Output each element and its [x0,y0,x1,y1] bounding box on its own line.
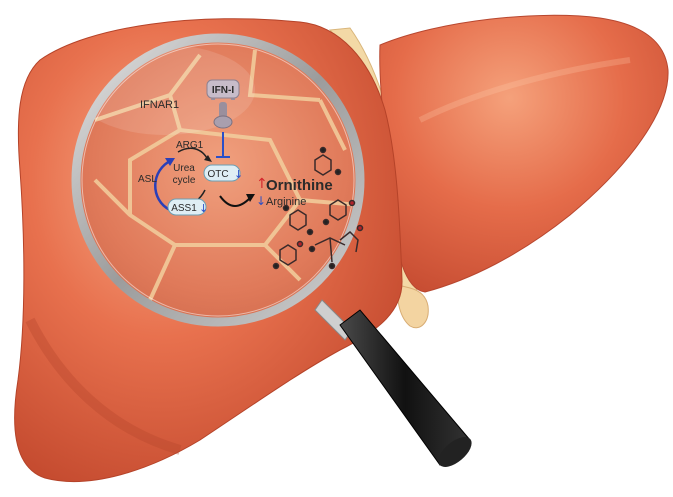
urea-cycle-label-line2: cycle [173,175,196,186]
arginine-down-arrow: ↓ [256,194,266,208]
asl-label: ASL [138,174,157,185]
arg1-label: ARG1 [176,140,204,151]
liver-left-lobe [380,15,668,292]
magnifier-handle [315,300,477,473]
otc-label: OTC [207,169,228,180]
ass1-down-arrow: ↓ [199,202,208,215]
ifn-i-label: IFN-I [212,85,234,96]
urea-cycle-label-line1: Urea [173,163,195,174]
ass1-label: ASS1 [171,203,197,214]
ifnar1-label: IFNAR1 [140,99,179,111]
ornithine-label: Ornithine [266,177,333,194]
otc-down-arrow: ↓ [234,168,243,181]
